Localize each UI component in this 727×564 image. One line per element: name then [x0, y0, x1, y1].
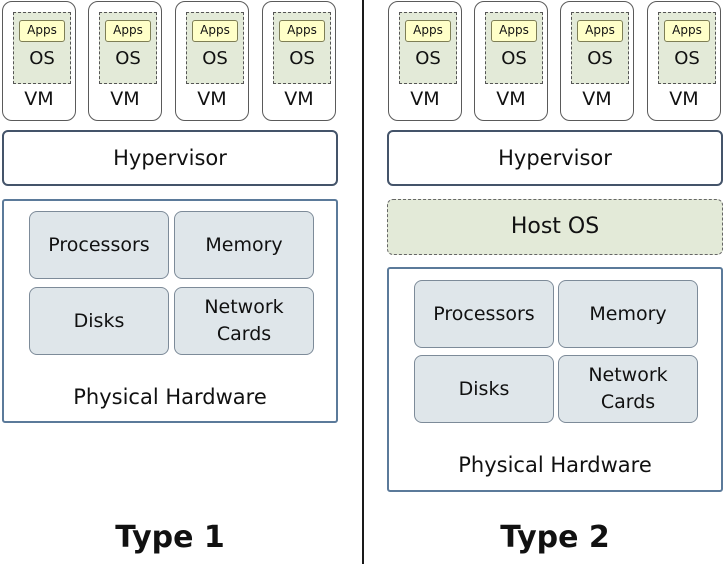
os-label: OS: [674, 48, 700, 69]
apps-box: Apps: [491, 20, 537, 42]
hardware-label: Physical Hardware: [73, 385, 267, 409]
os-label: OS: [289, 48, 315, 69]
apps-box: Apps: [664, 20, 710, 42]
type2-physical-hardware: Processors Memory Disks Network Cards Ph…: [387, 267, 723, 492]
hardware-label: Physical Hardware: [458, 453, 652, 477]
vm-label: VM: [24, 88, 54, 110]
vm-label: VM: [284, 88, 314, 110]
type2-vm-3: Apps OS VM: [560, 1, 634, 121]
type2-vm-1: Apps OS VM: [388, 1, 462, 121]
network-cards-box: Network Cards: [174, 287, 314, 355]
vm-guest-box: Apps OS: [485, 12, 543, 84]
apps-box: Apps: [192, 20, 238, 42]
type1-vm-3: Apps OS VM: [175, 1, 249, 121]
apps-box: Apps: [405, 20, 451, 42]
vm-guest-box: Apps OS: [399, 12, 457, 84]
os-label: OS: [415, 48, 441, 69]
os-label: OS: [115, 48, 141, 69]
network-cards-box: Network Cards: [558, 355, 698, 423]
apps-box: Apps: [105, 20, 151, 42]
vm-guest-box: Apps OS: [658, 12, 716, 84]
vm-label: VM: [197, 88, 227, 110]
type1-physical-hardware: Processors Memory Disks Network Cards Ph…: [2, 199, 338, 423]
vm-guest-box: Apps OS: [571, 12, 629, 84]
vm-label: VM: [410, 88, 440, 110]
disks-box: Disks: [29, 287, 169, 355]
vm-guest-box: Apps OS: [13, 12, 71, 84]
type1-vm-4: Apps OS VM: [262, 1, 336, 121]
type1-vm-2: Apps OS VM: [88, 1, 162, 121]
type2-title: Type 2: [500, 520, 610, 555]
memory-box: Memory: [174, 211, 314, 279]
memory-box: Memory: [558, 280, 698, 348]
type1-vm-1: Apps OS VM: [2, 1, 76, 121]
vm-label: VM: [110, 88, 140, 110]
disks-box: Disks: [414, 355, 554, 423]
divider-line: [362, 0, 364, 564]
vm-label: VM: [496, 88, 526, 110]
vm-label: VM: [669, 88, 699, 110]
vm-label: VM: [582, 88, 612, 110]
type2-vm-4: Apps OS VM: [647, 1, 721, 121]
type2-hypervisor: Hypervisor: [387, 130, 723, 186]
type2-vm-2: Apps OS VM: [474, 1, 548, 121]
os-label: OS: [202, 48, 228, 69]
type1-title: Type 1: [115, 520, 225, 555]
os-label: OS: [501, 48, 527, 69]
os-label: OS: [587, 48, 613, 69]
host-os-box: Host OS: [387, 199, 723, 255]
apps-box: Apps: [19, 20, 65, 42]
apps-box: Apps: [279, 20, 325, 42]
processors-box: Processors: [414, 280, 554, 348]
os-label: OS: [29, 48, 55, 69]
vm-guest-box: Apps OS: [99, 12, 157, 84]
type1-hypervisor: Hypervisor: [2, 130, 338, 186]
apps-box: Apps: [577, 20, 623, 42]
vm-guest-box: Apps OS: [273, 12, 331, 84]
processors-box: Processors: [29, 211, 169, 279]
vm-guest-box: Apps OS: [186, 12, 244, 84]
